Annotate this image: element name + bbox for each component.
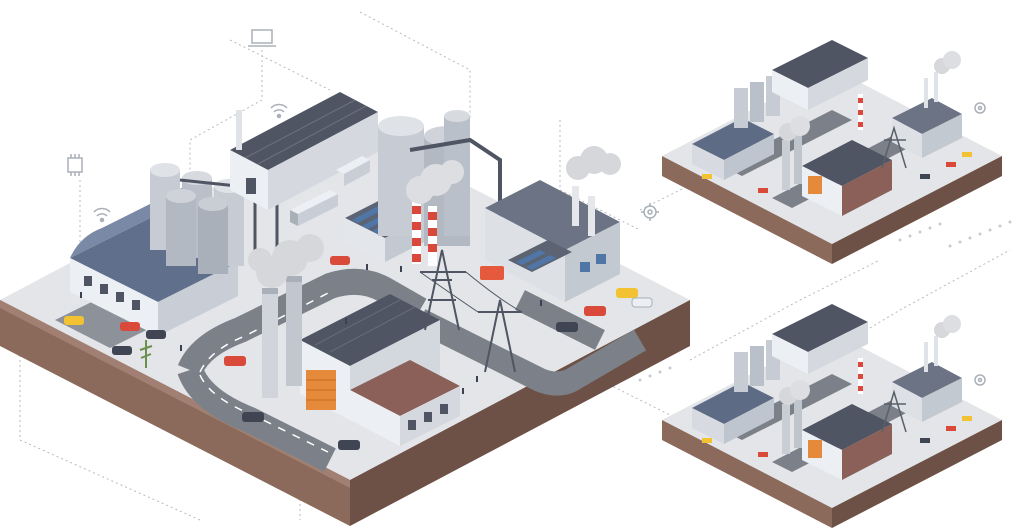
long-sawtooth-hall: [230, 92, 378, 210]
wifi-icon: [270, 103, 288, 119]
wifi-icon: [93, 207, 111, 223]
truck: [290, 190, 338, 226]
main-industrial-island: [0, 92, 690, 526]
smoke-plumes: [248, 146, 621, 288]
gear-icon: [974, 374, 986, 386]
truck: [336, 156, 370, 186]
mini-industrial-island-bottom: [661, 303, 1003, 529]
silo-cluster: [150, 163, 279, 274]
dot-pattern: [638, 220, 1012, 382]
power-pylon-icon: [419, 249, 523, 373]
chip-icon: [67, 154, 83, 176]
people: [80, 264, 542, 394]
power-plant: [300, 294, 460, 446]
gear-icon: [974, 102, 986, 114]
cars: [64, 256, 653, 450]
ground-side-left: [0, 300, 350, 526]
cooling-stacks: [262, 276, 302, 398]
laptop-icon: [248, 29, 276, 47]
right-factory-building: [485, 180, 620, 302]
tree: [139, 340, 153, 368]
gear-icon: [641, 203, 659, 221]
tall-tank-cluster: [378, 110, 502, 246]
mini-industrial-island-top: [661, 39, 1003, 265]
smokestack-icon: [412, 200, 437, 266]
